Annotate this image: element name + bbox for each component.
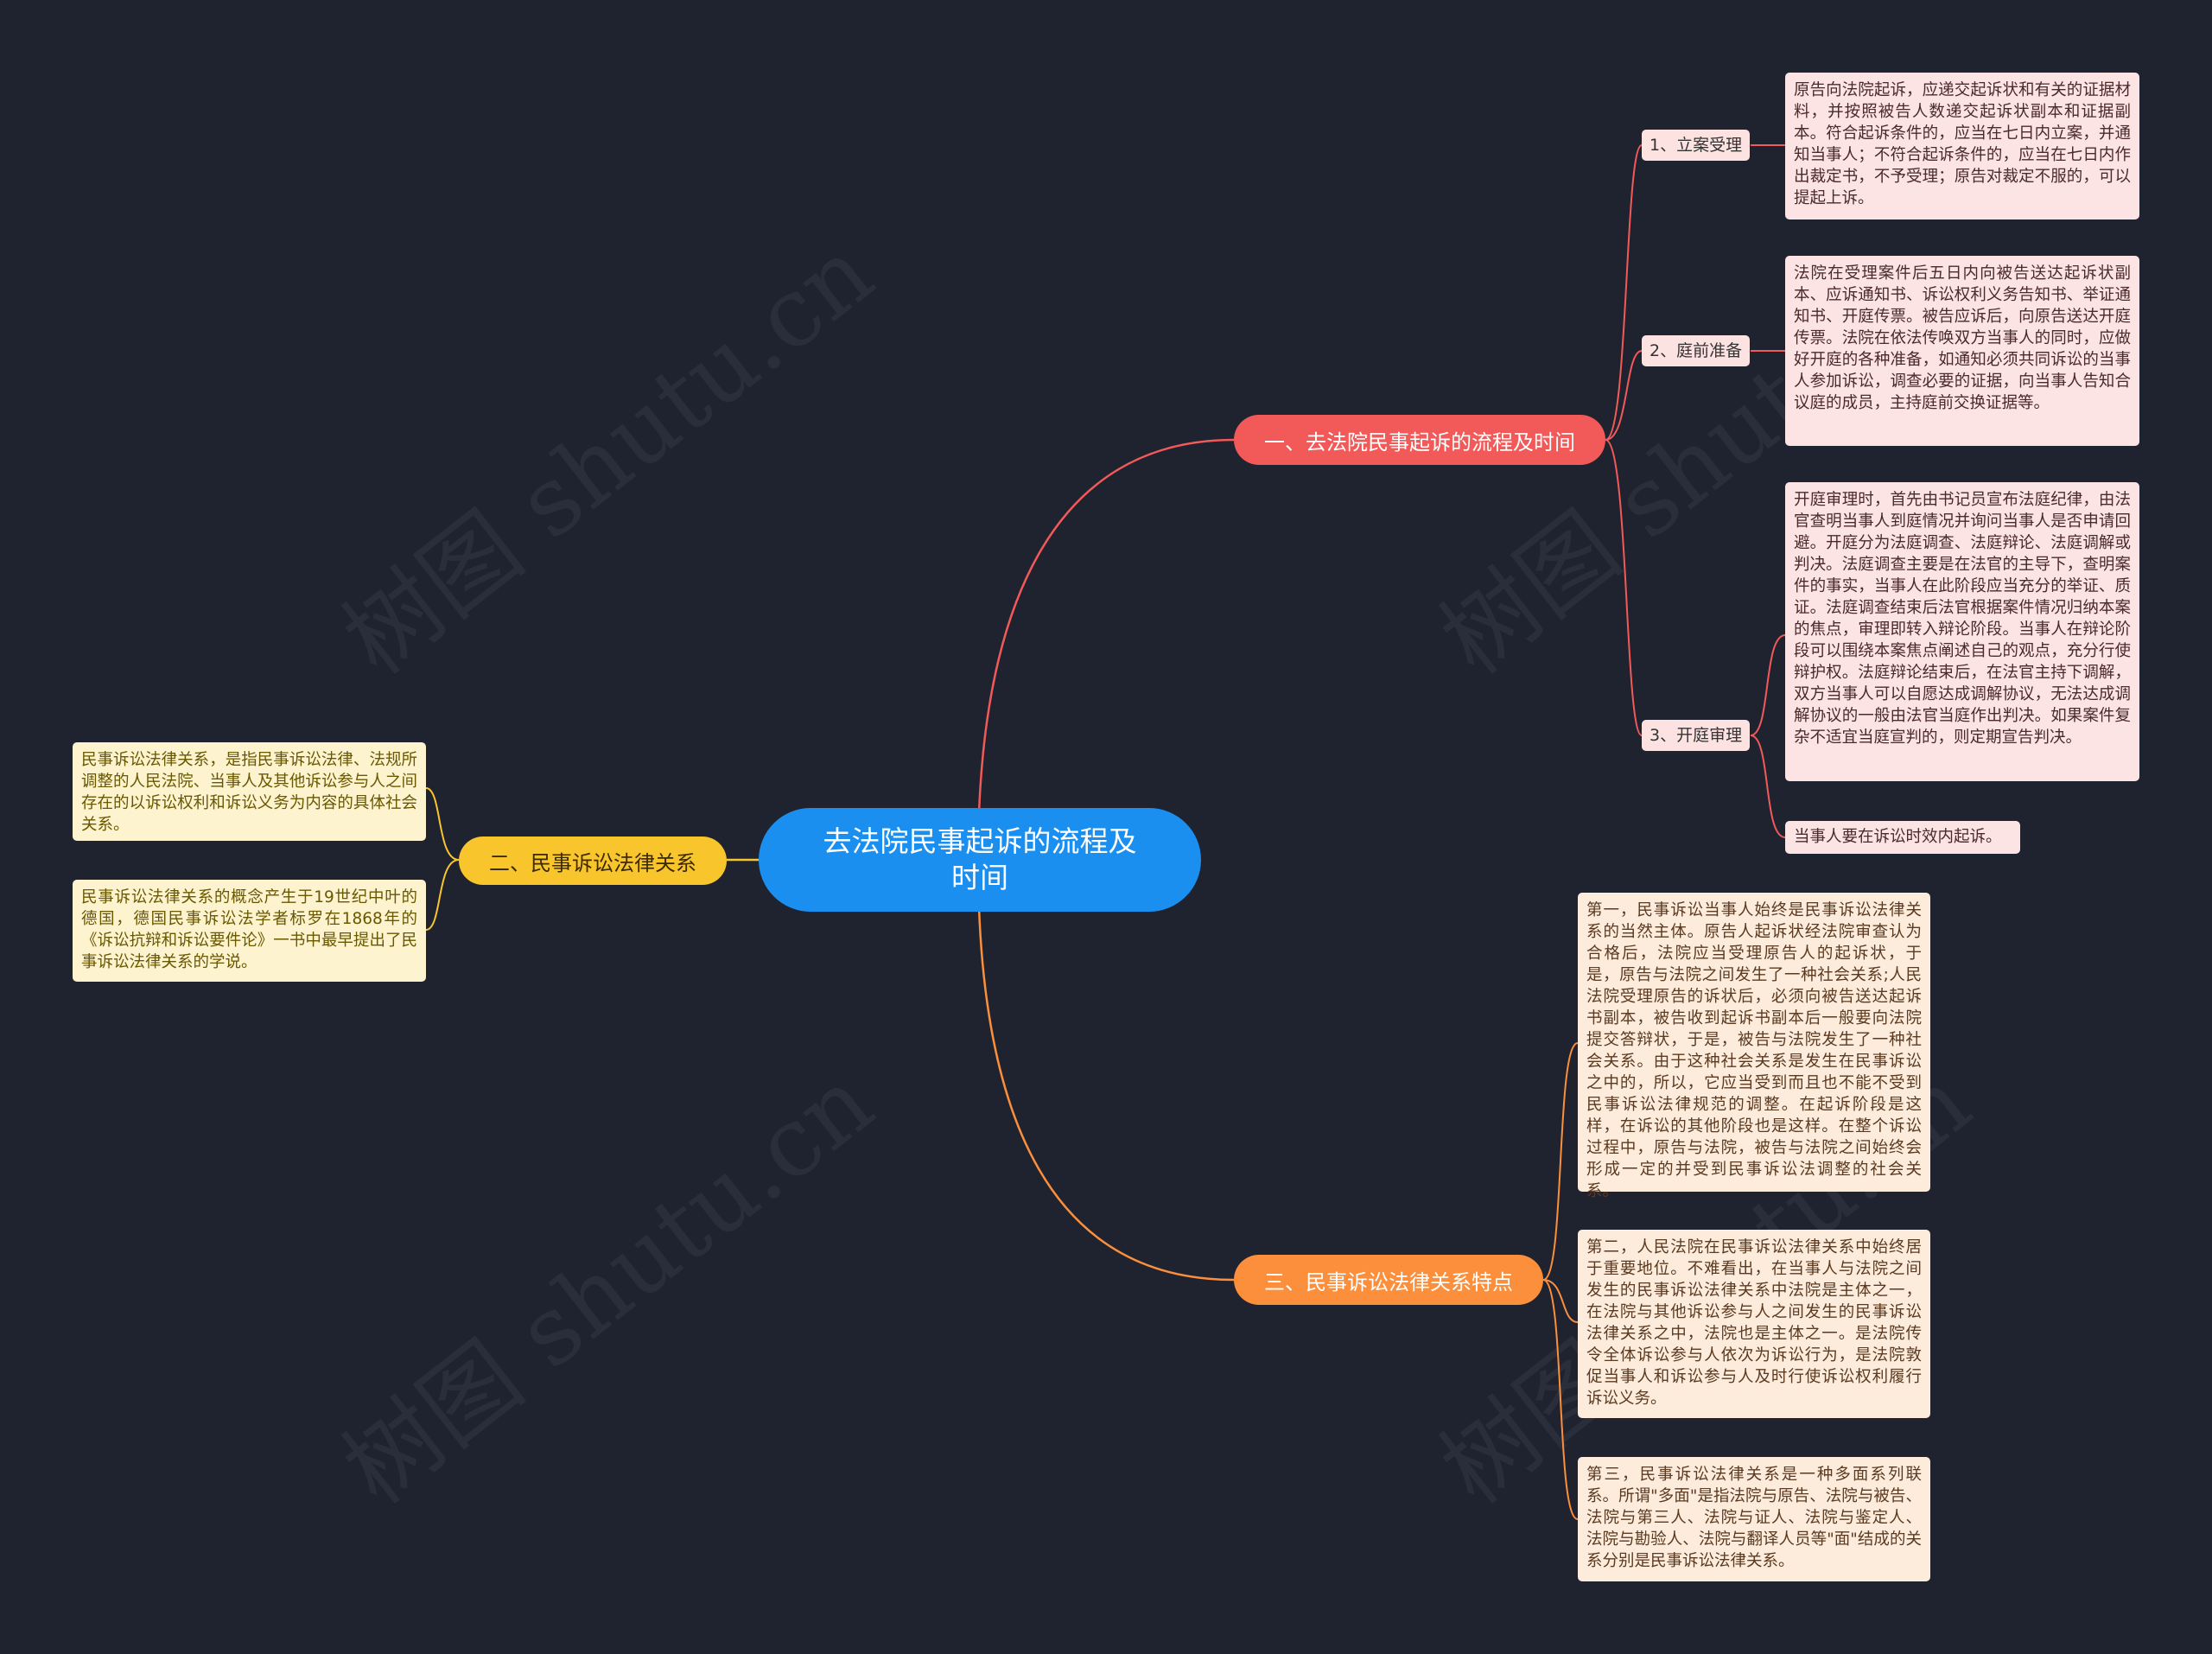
- leaf-filing-text: 原告向法院起诉，应递交起诉状和有关的证据材料，并按照被告人数递交起诉状副本和证据…: [1785, 73, 2139, 219]
- connector-process-sub2: [1605, 350, 1643, 441]
- connector-sub3-leaf: [1750, 634, 1786, 736]
- subtopic-filing[interactable]: 1、立案受理: [1642, 130, 1751, 161]
- leaf-relation-definition: 民事诉讼法律关系，是指民事诉讼法律、法规所调整的人民法院、当事人及其他诉讼参与人…: [73, 742, 426, 841]
- branch-process[interactable]: 一、去法院民事起诉的流程及时间: [1234, 415, 1605, 465]
- branch-process-label: 一、去法院民事起诉的流程及时间: [1264, 429, 1575, 455]
- subtopic-filing-label: 1、立案受理: [1649, 136, 1743, 155]
- connector-features-leaf3: [1542, 1279, 1579, 1520]
- connector-root-process: [976, 438, 1235, 861]
- connector-process-sub3: [1605, 439, 1643, 736]
- root-topic-label: 去法院民事起诉的流程及时间: [823, 824, 1137, 894]
- leaf-pretrial-text: 法院在受理案件后五日内向被告送达起诉状副本、应诉通知书、诉讼权利义务告知书、举证…: [1785, 256, 2139, 446]
- connector-process-sub1: [1605, 144, 1643, 441]
- subtopic-pretrial-label: 2、庭前准备: [1649, 341, 1743, 360]
- connector-features-leaf1: [1542, 1042, 1579, 1281]
- leaf-trial-text: 开庭审理时，首先由书记员宣布法庭纪律，由法官查明当事人到庭情况并询问当事人是否申…: [1785, 482, 2139, 781]
- connector-relation-leaf2: [425, 859, 460, 931]
- leaf-relation-origin: 民事诉讼法律关系的概念产生于19世纪中叶的德国，德国民事诉讼法学者标罗在1868…: [73, 880, 426, 982]
- branch-features-label: 三、民事诉讼法律关系特点: [1264, 1269, 1513, 1295]
- branch-features[interactable]: 三、民事诉讼法律关系特点: [1234, 1255, 1543, 1305]
- connector-sub3-extra: [1750, 735, 1786, 838]
- connector-root-features: [976, 859, 1235, 1282]
- leaf-feature-third: 第三，民事诉讼法律关系是一种多面系列联系。所谓"多面"是指法院与原告、法院与被告…: [1578, 1457, 1930, 1581]
- branch-relation-label: 二、民事诉讼法律关系: [489, 850, 696, 875]
- connector-features-leaf2: [1542, 1279, 1579, 1323]
- branch-relation[interactable]: 二、民事诉讼法律关系: [459, 837, 727, 885]
- root-topic[interactable]: 去法院民事起诉的流程及时间: [759, 808, 1201, 912]
- subtopic-trial[interactable]: 3、开庭审理: [1642, 720, 1751, 751]
- connector-relation-leaf1: [425, 787, 460, 861]
- subtopic-trial-label: 3、开庭审理: [1649, 726, 1743, 745]
- leaf-feature-first: 第一，民事诉讼当事人始终是民事诉讼法律关系的当然主体。原告人起诉状经法院审查认为…: [1578, 893, 1930, 1200]
- leaf-feature-second: 第二，人民法院在民事诉讼法律关系中始终居于重要地位。不难看出，在当事人与法院之间…: [1578, 1230, 1930, 1418]
- leaf-trial-extra: 当事人要在诉讼时效内起诉。: [1785, 821, 2020, 854]
- subtopic-pretrial[interactable]: 2、庭前准备: [1642, 335, 1751, 366]
